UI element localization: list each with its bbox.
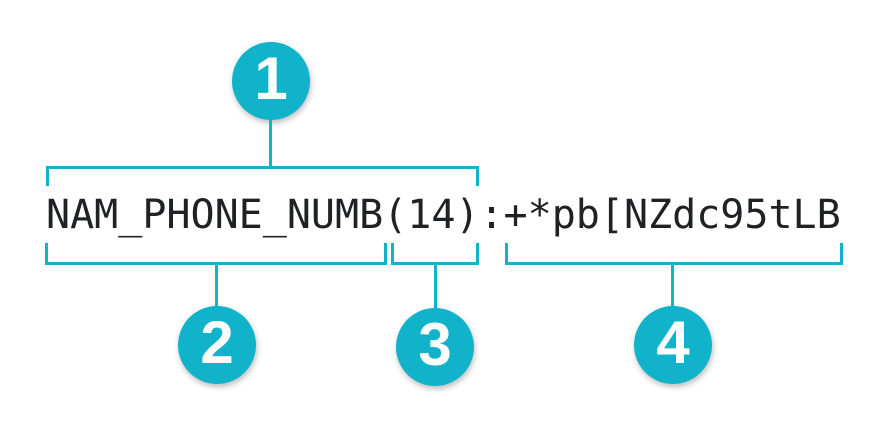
bracket-segment-4 (505, 243, 843, 265)
annotation-badge-4: 4 (634, 306, 712, 384)
connector-line-3 (434, 263, 437, 310)
annotation-badge-3: 3 (396, 308, 474, 386)
bracket-segment-2 (45, 243, 387, 265)
token-text: NAM_PHONE_NUMB(14):+*pb[NZdc95tLB (46, 192, 841, 238)
connector-line-2 (215, 263, 218, 308)
bracket-segment-1 (46, 166, 479, 186)
annotation-badge-2: 2 (178, 306, 256, 384)
connector-line-4 (671, 263, 674, 308)
bracket-segment-3 (391, 243, 479, 265)
annotation-badge-1: 1 (232, 42, 310, 120)
connector-line-1 (269, 118, 272, 167)
